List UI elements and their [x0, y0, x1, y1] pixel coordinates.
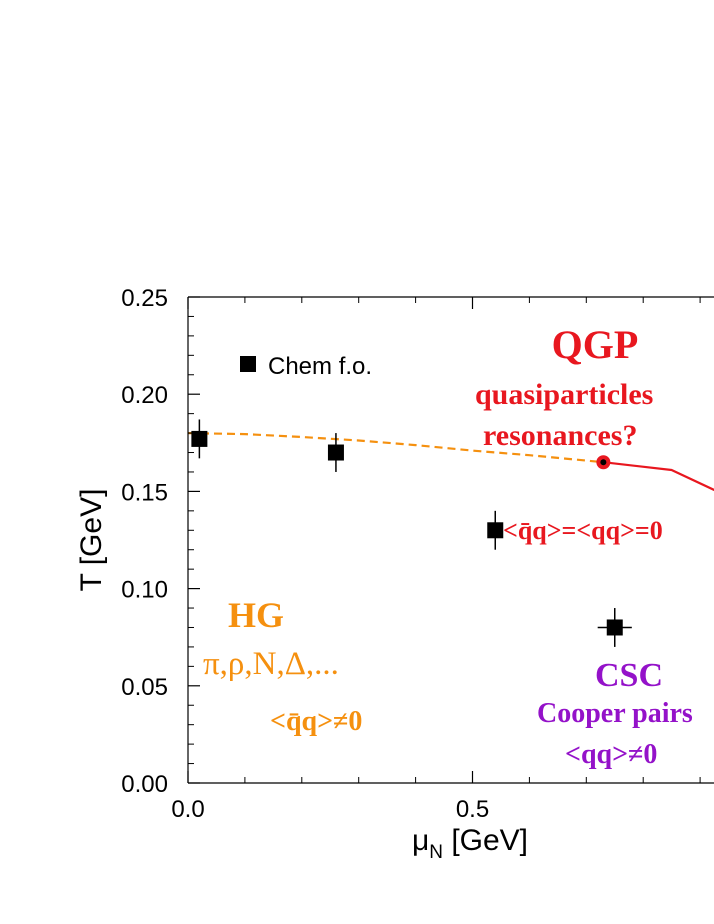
- critical-point-center: [600, 459, 607, 466]
- curve-crossover-dashed: [188, 432, 604, 464]
- qgp-title: QGP: [552, 322, 639, 367]
- points-layer: [191, 419, 632, 647]
- data-point-chem-fo: [606, 619, 623, 636]
- data-point-chem-fo: [327, 444, 344, 461]
- y-tick-label: 0.05: [121, 674, 168, 701]
- x-axis-label-unit: [GeV]: [443, 824, 528, 857]
- y-tick-label: 0.20: [121, 382, 168, 409]
- x-axis-label: μN [GeV]: [412, 824, 528, 863]
- legend-label-chem-fo: Chem f.o.: [268, 353, 372, 380]
- x-axis-label-subscript: N: [429, 842, 443, 863]
- y-tick-label: 0.00: [121, 771, 168, 798]
- qgp-resonances: resonances?: [483, 419, 637, 452]
- hg-title: HG: [228, 595, 284, 635]
- x-tick-label: 0.0: [171, 796, 204, 823]
- y-tick-label: 0.10: [121, 577, 168, 604]
- curves-layer: [188, 432, 714, 492]
- qgp-condensate: <q̄q>=<qq>=0: [503, 516, 663, 545]
- hg-condensate: <q̄q>≠0: [270, 706, 362, 737]
- hg-particles: π,ρ,N,Δ,...: [203, 646, 339, 682]
- qgp-quasiparticles: quasiparticles: [475, 378, 653, 411]
- y-tick-label: 0.25: [121, 285, 168, 312]
- y-axis-label: T [GeV]: [75, 489, 108, 592]
- data-point-chem-fo: [191, 430, 208, 447]
- y-tick-label: 0.15: [121, 479, 168, 506]
- curve-phase-boundary: [603, 461, 714, 492]
- x-axis-label-symbol: μ: [412, 824, 429, 857]
- x-tick-label: 0.5: [456, 796, 489, 823]
- csc-cooper-pairs: Cooper pairs: [537, 698, 693, 729]
- data-point-chem-fo: [487, 522, 504, 539]
- legend-marker-chem-fo: [240, 356, 256, 372]
- csc-condensate: <qq>≠0: [565, 739, 657, 770]
- ticks-layer: 0.00.51.01.50.000.050.100.150.200.25: [121, 285, 701, 823]
- csc-title: CSC: [595, 657, 663, 694]
